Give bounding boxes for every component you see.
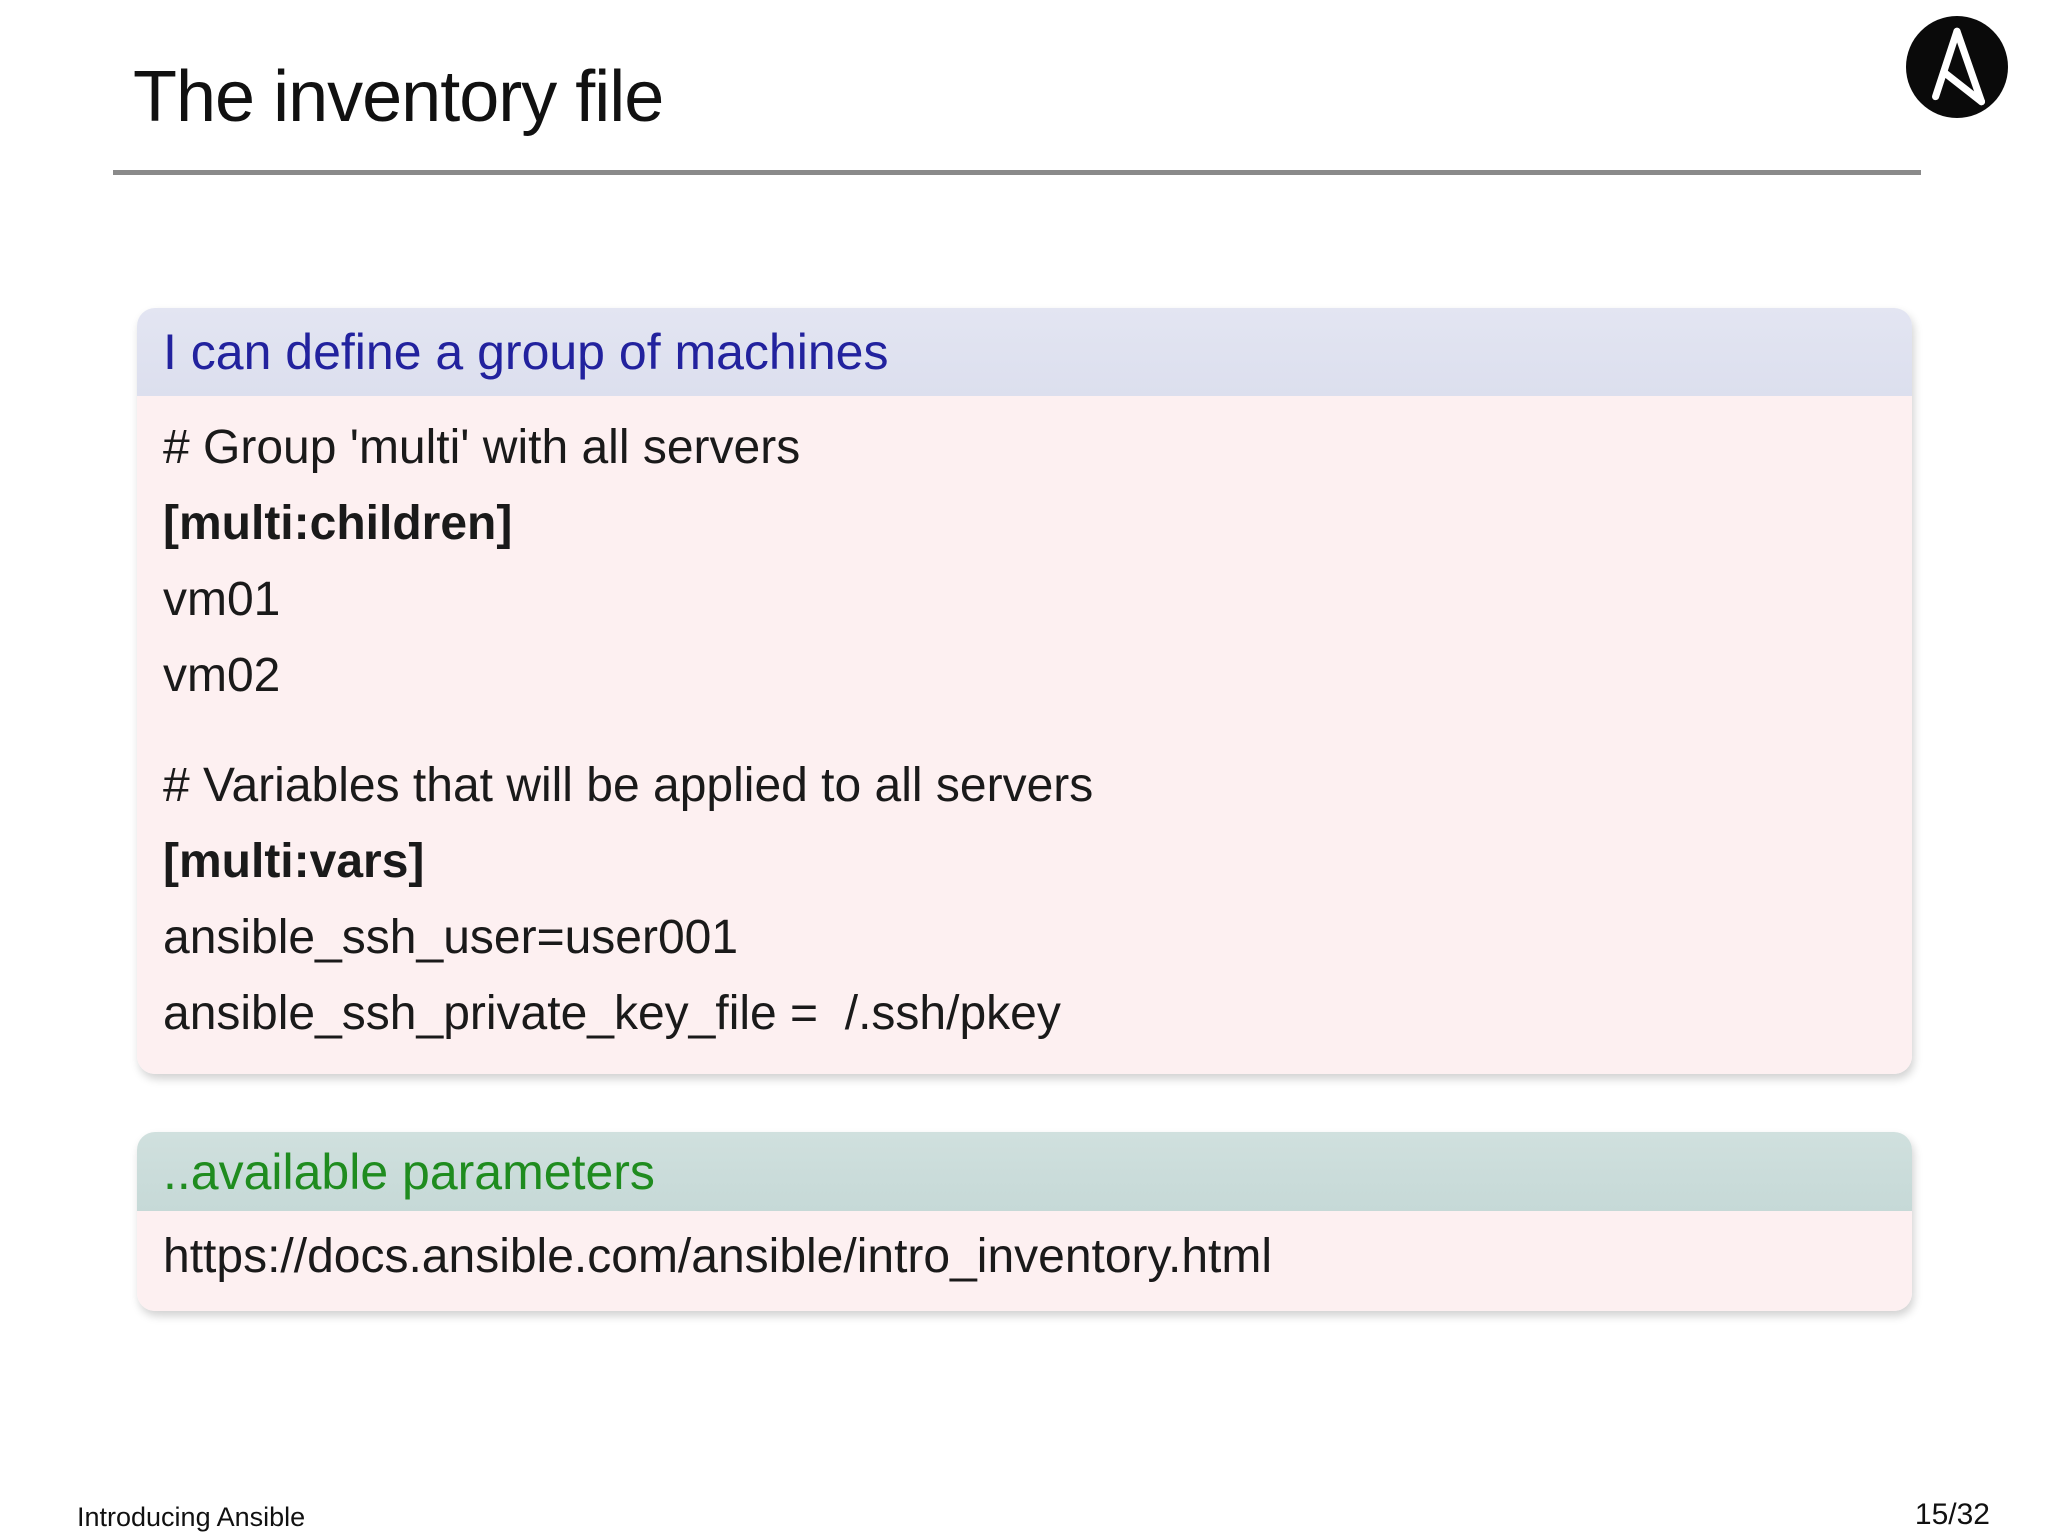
code-line-ssh-private-key: ansible_ssh_private_key_file = /.ssh/pke…	[163, 987, 1061, 1040]
example-block-header: ..available parameters	[137, 1132, 1912, 1211]
definition-block-body: # Group 'multi' with all servers [multi:…	[137, 396, 1912, 1074]
title-rule	[113, 170, 1921, 175]
example-block-body: https://docs.ansible.com/ansible/intro_i…	[137, 1211, 1912, 1311]
page-number: 15/32	[1914, 1498, 1990, 1531]
definition-block-header: I can define a group of machines	[137, 308, 1912, 396]
code-line-vm02: vm02	[163, 649, 281, 702]
example-block: ..available parameters https://docs.ansi…	[137, 1132, 1912, 1311]
footer-presentation-title: Introducing Ansible	[77, 1502, 306, 1532]
docs-url-link[interactable]: https://docs.ansible.com/ansible/intro_i…	[163, 1230, 1272, 1283]
definition-block-title: I can define a group of machines	[163, 324, 889, 380]
code-line-ssh-user: ansible_ssh_user=user001	[163, 911, 739, 964]
page-title: The inventory file	[133, 57, 664, 137]
code-line-comment-group: # Group 'multi' with all servers	[163, 421, 801, 474]
code-line-multi-children: [multi:children]	[163, 497, 513, 550]
ansible-logo	[1906, 16, 2008, 118]
code-line-vm01: vm01	[163, 573, 281, 626]
code-line-comment-vars: # Variables that will be applied to all …	[163, 759, 1094, 812]
code-line-multi-vars: [multi:vars]	[163, 835, 425, 888]
ansible-a-icon	[1932, 27, 1986, 106]
definition-block: I can define a group of machines # Group…	[137, 308, 1912, 1074]
example-block-title: ..available parameters	[163, 1143, 655, 1200]
